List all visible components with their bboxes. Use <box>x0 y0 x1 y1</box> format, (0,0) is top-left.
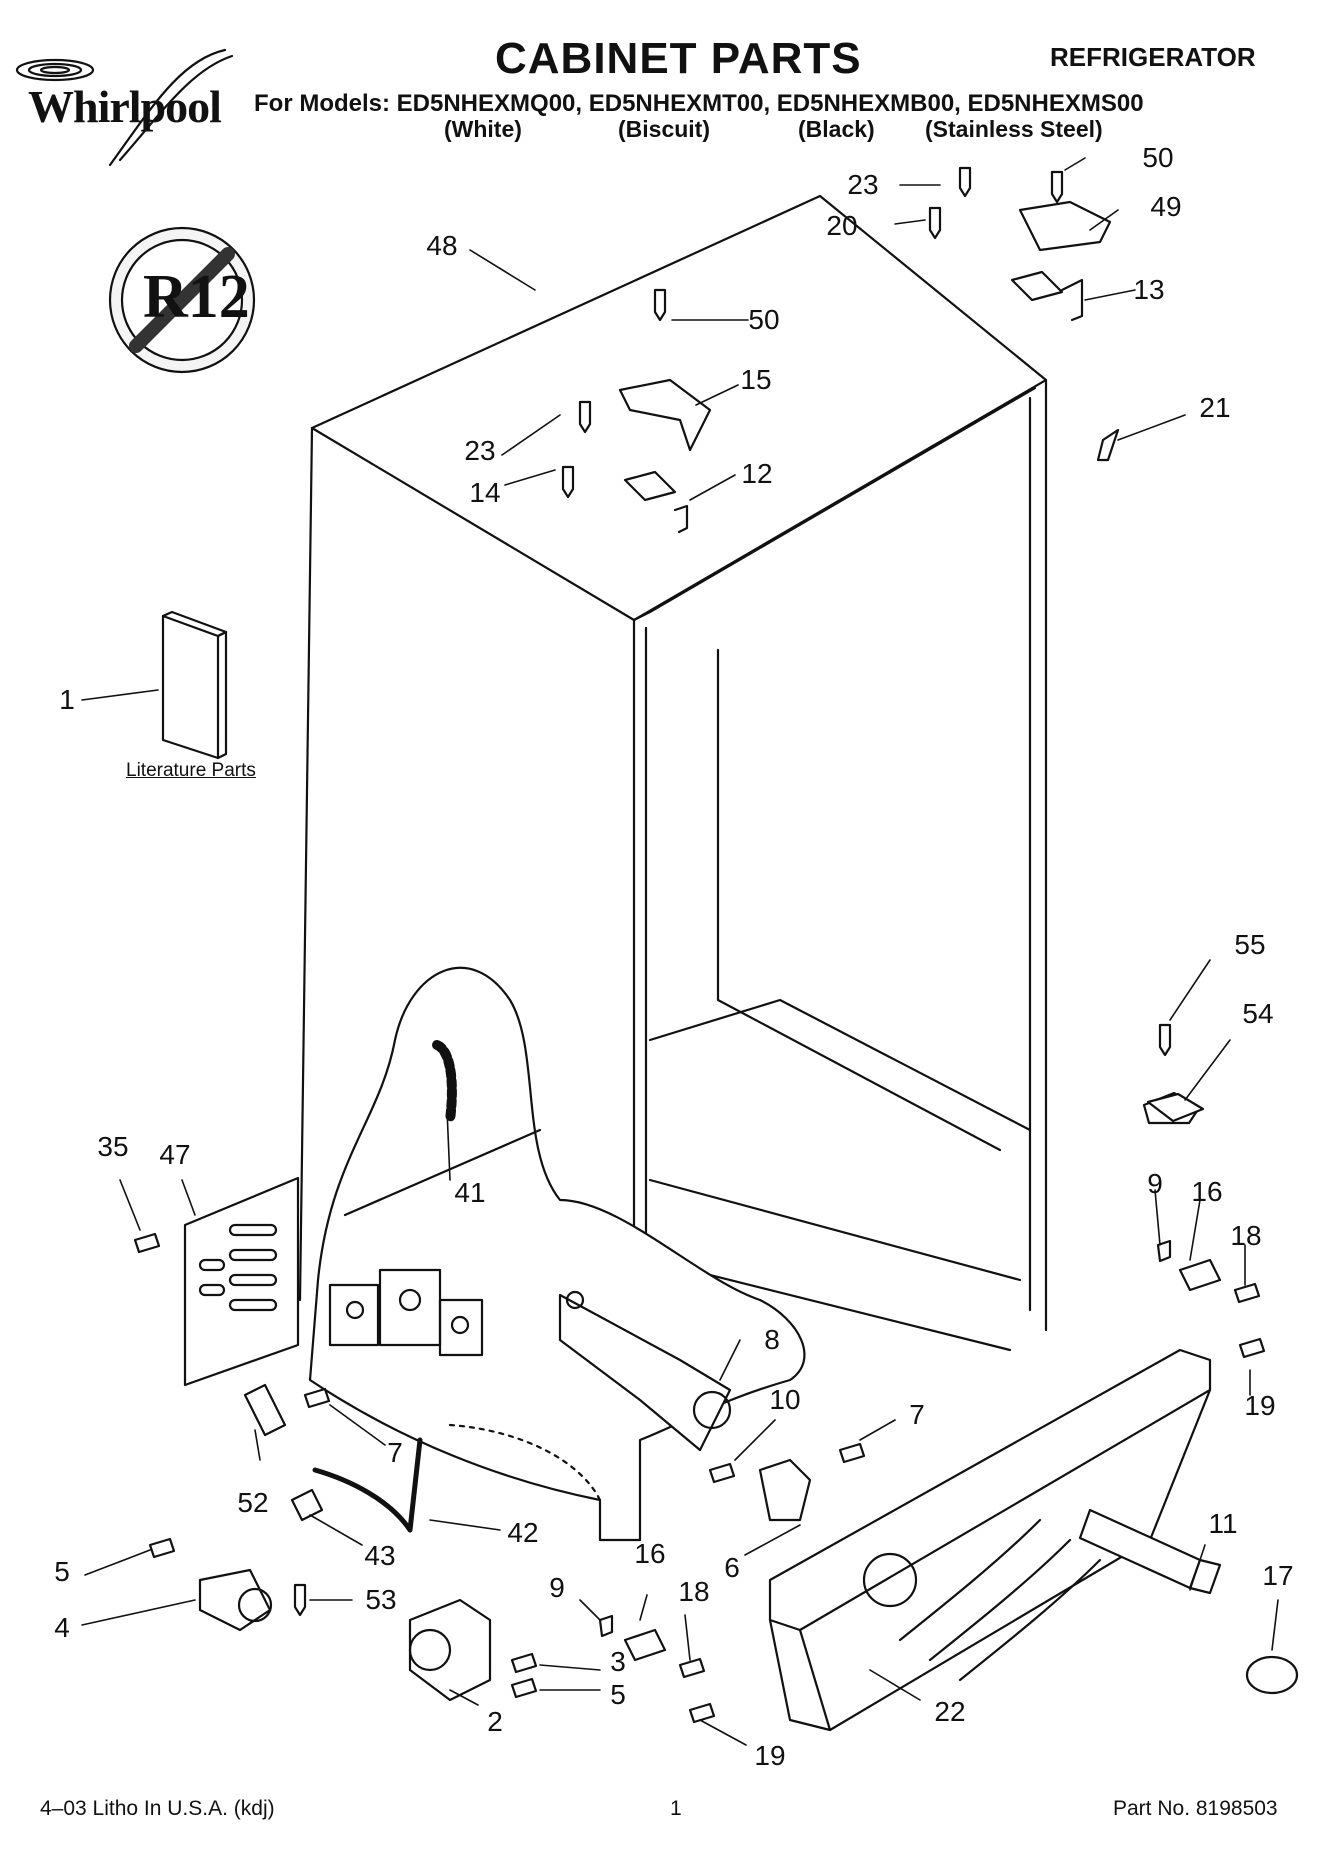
callout-35: 35 <box>97 1131 129 1162</box>
callout-21: 21 <box>1199 392 1231 423</box>
callout-4: 4 <box>54 1612 70 1643</box>
variant-white: (White) <box>444 116 522 142</box>
callout-18b: 18 <box>678 1576 710 1607</box>
callout-52: 52 <box>237 1487 269 1518</box>
callout-3: 3 <box>610 1646 626 1677</box>
callout-49: 49 <box>1150 191 1182 222</box>
callout-9b: 9 <box>549 1572 565 1603</box>
variant-biscuit: (Biscuit) <box>618 116 710 142</box>
callout-54: 54 <box>1242 998 1274 1029</box>
callout-47: 47 <box>159 1139 191 1170</box>
callout-9a: 9 <box>1147 1168 1163 1199</box>
filter-cap <box>1245 1655 1299 1695</box>
clip <box>1146 1092 1205 1123</box>
callout-23b: 23 <box>464 435 496 466</box>
callout-14: 14 <box>469 477 501 508</box>
callout-43: 43 <box>364 1540 396 1571</box>
footer-print-info: 4–03 Litho In U.S.A. (kdj) <box>40 1797 275 1820</box>
callout-50b: 50 <box>748 304 780 335</box>
whirlpool-logo-swoosh <box>15 48 234 167</box>
bracket <box>758 1458 812 1522</box>
hinges-and-covers <box>243 200 1222 1662</box>
no-r12-badge <box>108 226 256 374</box>
callout-20: 20 <box>826 210 858 241</box>
callout-19a: 19 <box>1244 1390 1276 1421</box>
callout-7a: 7 <box>387 1437 403 1468</box>
callout-16a: 16 <box>1191 1176 1223 1207</box>
footer-part-number: Part No. 8198503 <box>1113 1797 1278 1820</box>
callout-12: 12 <box>741 458 773 489</box>
callout-22: 22 <box>934 1696 966 1727</box>
callout-41: 41 <box>454 1177 486 1208</box>
callout-11: 11 <box>1208 1508 1238 1539</box>
callout-1: 1 <box>59 684 75 715</box>
callout-13: 13 <box>1133 274 1165 305</box>
product-category: REFRIGERATOR <box>1050 42 1256 72</box>
callout-53: 53 <box>365 1584 397 1615</box>
water-tubing <box>312 1437 423 1533</box>
callout-55: 55 <box>1234 929 1266 960</box>
fill-tube-assembly <box>558 1290 732 1452</box>
callout-23a: 23 <box>847 169 879 200</box>
water-filter <box>1078 1508 1222 1595</box>
callout-19b: 19 <box>754 1740 786 1771</box>
whirlpool-logo: Whirlpool <box>14 30 284 170</box>
variant-stainless: (Stainless Steel) <box>925 116 1103 142</box>
r12-badge-text: R12 <box>143 263 250 331</box>
leveling-assembly <box>408 1598 492 1702</box>
base-grille <box>768 1348 1212 1732</box>
variant-black: (Black) <box>798 116 875 142</box>
literature-parts-label: Literature Parts <box>126 760 256 781</box>
callout-10: 10 <box>769 1384 801 1415</box>
rear-access-panel <box>183 1176 300 1387</box>
callout-48: 48 <box>426 230 458 261</box>
leader-lines <box>81 157 1279 1746</box>
models-line: For Models: ED5NHEXMQ00, ED5NHEXMT00, ED… <box>254 90 1144 117</box>
callout-17: 17 <box>1262 1560 1294 1591</box>
brand-wordmark: Whirlpool <box>28 81 222 132</box>
spring-hose <box>432 1040 457 1125</box>
page-title: CABINET PARTS <box>495 34 862 83</box>
callout-7b: 7 <box>909 1399 925 1430</box>
screws <box>133 166 1266 1724</box>
water-valves <box>328 1268 484 1357</box>
callout-18a: 18 <box>1230 1220 1262 1251</box>
callout-8: 8 <box>764 1324 780 1355</box>
footer-page-number: 1 <box>670 1797 682 1820</box>
literature-booklet <box>161 610 228 760</box>
callout-5a: 5 <box>54 1556 70 1587</box>
roller-assembly <box>198 1568 273 1632</box>
callout-42: 42 <box>507 1517 539 1548</box>
callout-5b: 5 <box>610 1679 626 1710</box>
callout-50a: 50 <box>1142 142 1174 173</box>
callout-16b: 16 <box>634 1538 666 1569</box>
callout-2: 2 <box>487 1706 503 1737</box>
callout-6: 6 <box>724 1552 740 1583</box>
machine-compartment-cutaway <box>308 966 806 1542</box>
callout-15: 15 <box>740 364 772 395</box>
